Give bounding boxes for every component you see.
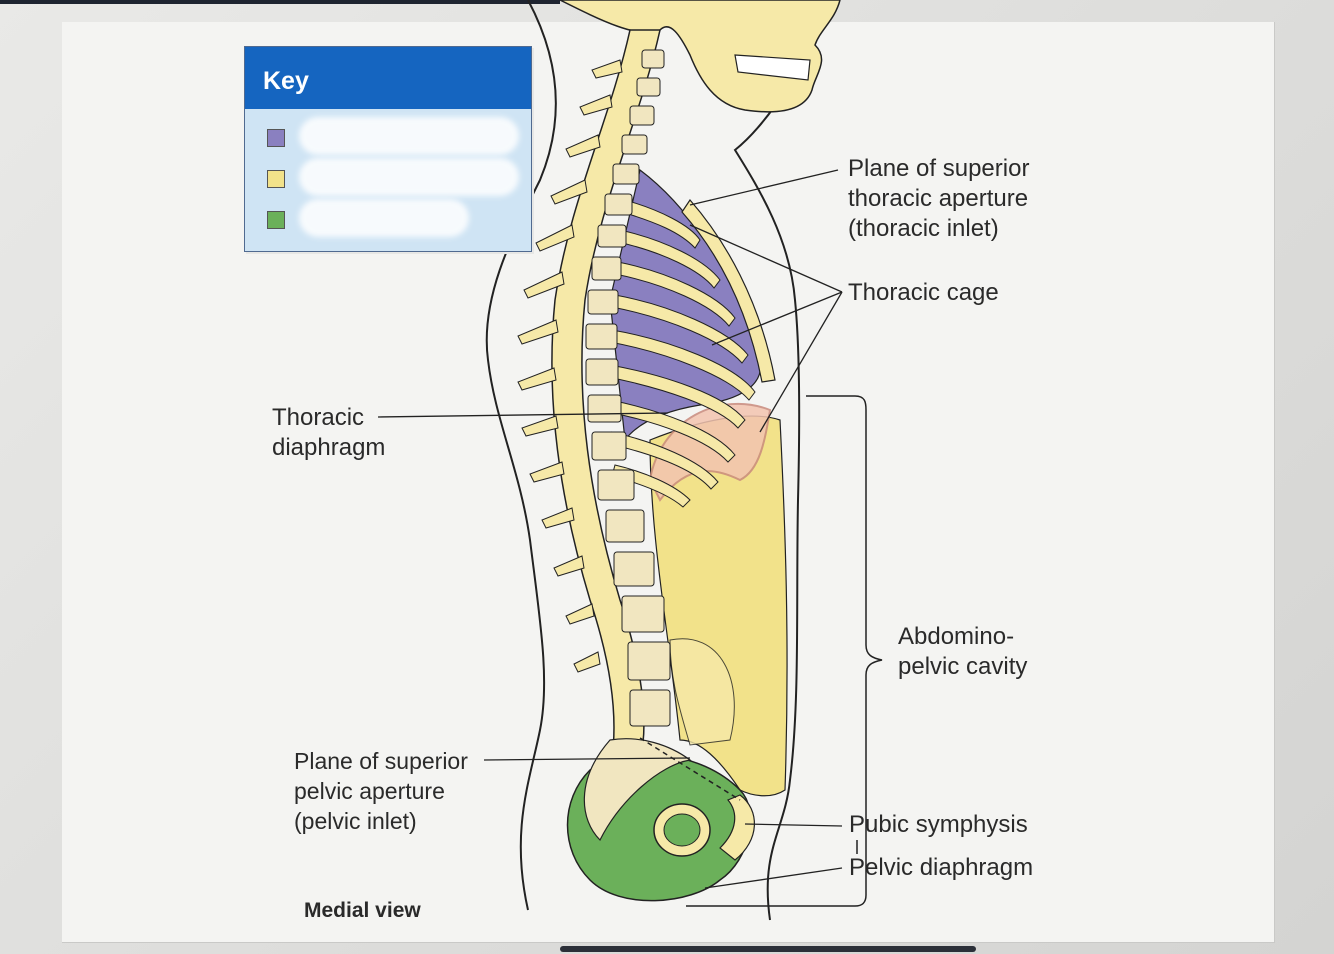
label-superior-pelvic-aperture: Plane of superior pelvic aperture (pelvi… — [294, 746, 468, 836]
key-title: Key — [245, 47, 531, 109]
label-pelvic-diaphragm: Pelvic diaphragm — [849, 853, 1033, 883]
key-blank-label — [299, 117, 519, 155]
key-swatch-purple — [267, 129, 285, 147]
pelvic-inner-space — [664, 814, 700, 846]
key-swatch-yellow — [267, 170, 285, 188]
label-thoracic-cage: Thoracic cage — [848, 278, 999, 308]
key-legend: Key — [244, 46, 532, 252]
key-item-abdominal — [267, 168, 523, 192]
label-abdominopelvic-cavity: Abdomino- pelvic cavity — [898, 622, 1027, 682]
key-blank-label — [299, 199, 469, 237]
label-pubic-symphysis: Pubic symphysis — [849, 810, 1028, 840]
key-item-thoracic — [267, 127, 523, 151]
label-thoracic-diaphragm: Thoracic diaphragm — [272, 403, 385, 463]
key-swatch-green — [267, 211, 285, 229]
key-blank-label — [299, 158, 519, 196]
label-medial-view: Medial view — [304, 896, 421, 926]
skull — [560, 0, 840, 112]
label-superior-thoracic-aperture: Plane of superior thoracic aperture (tho… — [848, 154, 1029, 244]
key-item-pelvic — [267, 209, 523, 233]
